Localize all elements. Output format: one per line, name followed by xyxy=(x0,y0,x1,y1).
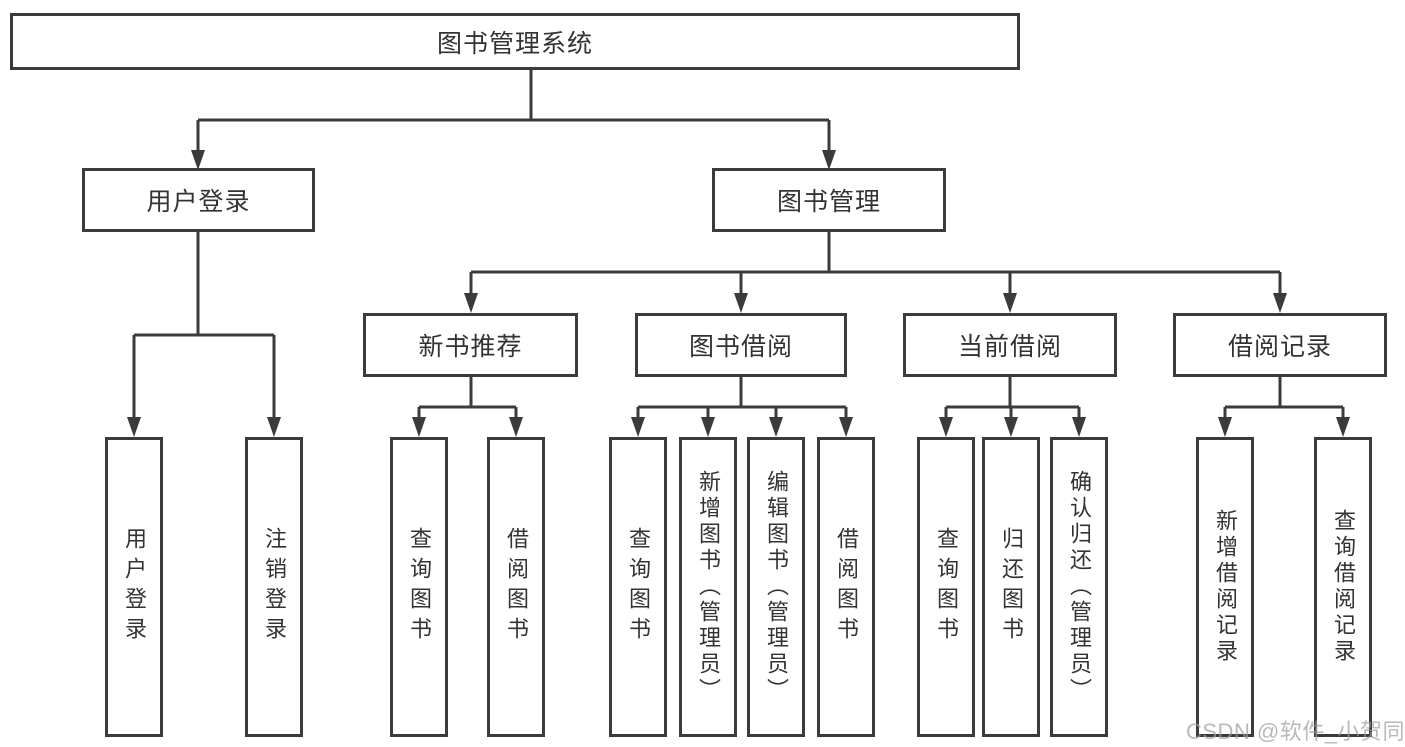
node-root-label: 图书管理系统 xyxy=(436,29,593,58)
node-leaf-query-borrow-record-label: 查询借阅记录 xyxy=(1331,509,1356,665)
node-leaf-query-book-current-label: 查询图书 xyxy=(934,527,959,647)
node-leaf-return-book-label: 归还图书 xyxy=(999,527,1024,647)
node-new-book-rec-label: 新书推荐 xyxy=(418,333,523,361)
node-leaf-borrow-book-borrow: 借阅图书 xyxy=(817,437,875,737)
node-leaf-logout: 注销登录 xyxy=(245,437,303,737)
node-leaf-query-book-borrow: 查询图书 xyxy=(609,437,667,737)
node-leaf-add-book-admin: 新增图书（管理员） xyxy=(679,437,737,737)
node-book-mgmt-group: 图书管理 xyxy=(712,168,946,232)
node-leaf-confirm-return-admin-label: 确认归还（管理员） xyxy=(1067,470,1092,704)
node-current-borrow-label: 当前借阅 xyxy=(957,333,1062,361)
node-leaf-query-book-newrec: 查询图书 xyxy=(390,437,448,737)
node-current-borrow: 当前借阅 xyxy=(903,313,1117,377)
node-new-book-rec: 新书推荐 xyxy=(363,313,578,377)
node-leaf-add-borrow-record-label: 新增借阅记录 xyxy=(1213,509,1238,665)
node-leaf-add-book-admin-label: 新增图书（管理员） xyxy=(696,470,721,704)
node-leaf-query-book-borrow-label: 查询图书 xyxy=(626,527,651,647)
node-leaf-borrow-book-newrec: 借阅图书 xyxy=(487,437,545,737)
node-book-borrow: 图书借阅 xyxy=(635,313,847,377)
node-leaf-query-book-newrec-label: 查询图书 xyxy=(407,527,432,647)
node-leaf-query-borrow-record: 查询借阅记录 xyxy=(1314,437,1372,737)
node-borrow-records: 借阅记录 xyxy=(1173,313,1387,377)
node-book-borrow-label: 图书借阅 xyxy=(688,333,793,361)
node-book-mgmt-group-label: 图书管理 xyxy=(776,188,881,216)
node-leaf-query-book-current: 查询图书 xyxy=(917,437,975,737)
node-leaf-user-login: 用户登录 xyxy=(105,437,163,737)
node-leaf-borrow-book-newrec-label: 借阅图书 xyxy=(504,527,529,647)
node-borrow-records-label: 借阅记录 xyxy=(1227,333,1332,361)
node-leaf-borrow-book-borrow-label: 借阅图书 xyxy=(834,527,859,647)
node-leaf-add-borrow-record: 新增借阅记录 xyxy=(1196,437,1254,737)
node-leaf-logout-label: 注销登录 xyxy=(262,527,287,647)
node-root: 图书管理系统 xyxy=(10,13,1020,70)
node-leaf-edit-book-admin-label: 编辑图书（管理员） xyxy=(764,470,789,704)
node-leaf-edit-book-admin: 编辑图书（管理员） xyxy=(747,437,805,737)
arrowheads xyxy=(127,150,1350,437)
node-leaf-user-login-label: 用户登录 xyxy=(122,527,147,647)
node-leaf-confirm-return-admin: 确认归还（管理员） xyxy=(1050,437,1108,737)
node-user-login-group-label: 用户登录 xyxy=(146,188,251,216)
node-leaf-return-book: 归还图书 xyxy=(982,437,1040,737)
csdn-watermark: CSDN @软件_小贺同学 xyxy=(1186,719,1405,744)
node-user-login-group: 用户登录 xyxy=(82,168,315,232)
